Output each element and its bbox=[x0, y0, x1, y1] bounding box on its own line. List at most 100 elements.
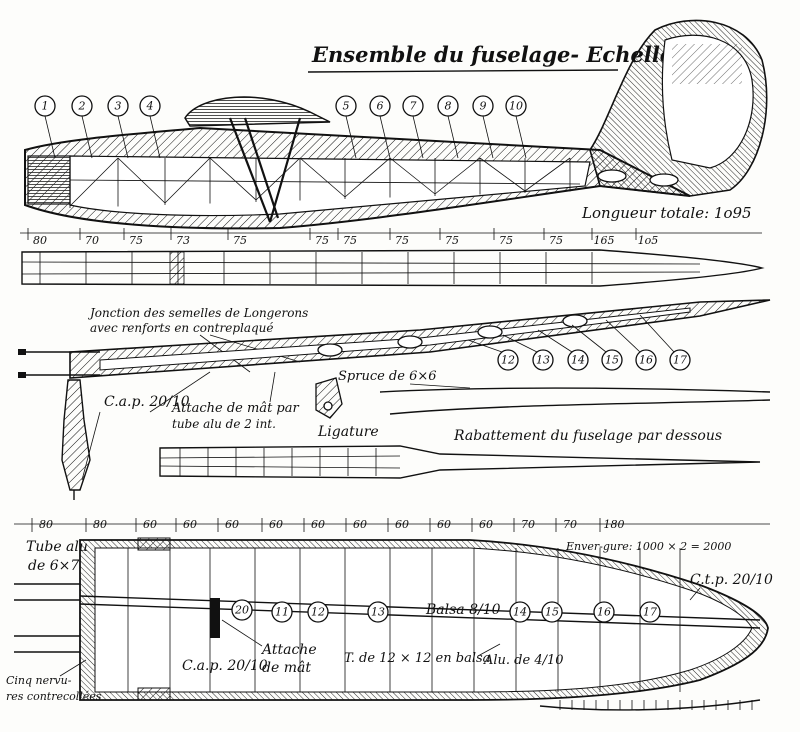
ligature-pin bbox=[323, 401, 333, 411]
bottom-dimension-value: 60 bbox=[183, 518, 197, 531]
alu-leader bbox=[477, 643, 501, 657]
cap-label-middle: C.a.p. 20/10 bbox=[104, 394, 190, 410]
spruce-leader bbox=[409, 383, 471, 389]
callout-leader bbox=[345, 115, 357, 159]
callout-leader bbox=[149, 115, 161, 159]
side-dimension-value: 1o5 bbox=[638, 234, 659, 247]
callout-leader bbox=[605, 319, 641, 353]
callout-number: 13 bbox=[536, 354, 550, 367]
bottom-dimension-value: 70 bbox=[563, 518, 577, 531]
tail-window-2 bbox=[649, 173, 679, 187]
bottom-dimension-value: 60 bbox=[479, 518, 493, 531]
spruce-bottom bbox=[389, 399, 771, 415]
lightening-hole bbox=[317, 343, 343, 357]
bottom-dimension-value: 80 bbox=[39, 518, 53, 531]
root-block-bottom bbox=[137, 687, 171, 701]
ctp-leader bbox=[689, 587, 701, 601]
callout-leader bbox=[515, 115, 527, 159]
mast-attach-bottom-1: Attache bbox=[260, 642, 317, 658]
callout-circle bbox=[497, 349, 519, 371]
callout-number: 10 bbox=[509, 100, 523, 113]
mid-rod-end-2 bbox=[18, 372, 26, 378]
callout-number: 15 bbox=[545, 606, 559, 619]
side-dimension-value: 75 bbox=[499, 234, 513, 247]
callout-number: 12 bbox=[501, 354, 515, 367]
callout-circle bbox=[231, 599, 253, 621]
bottom-dimension-value: 80 bbox=[93, 518, 107, 531]
callout-circle bbox=[437, 95, 459, 117]
callout-number: 6 bbox=[377, 100, 384, 113]
bottom-dimension-value: 60 bbox=[437, 518, 451, 531]
callout-circle bbox=[669, 349, 691, 371]
total-length-label: Longueur totale: 1o95 bbox=[581, 204, 752, 222]
fold-line-1 bbox=[159, 455, 401, 459]
fold-down-label: Rabattement du fuselage par dessous bbox=[453, 428, 722, 444]
callout-circle bbox=[639, 601, 661, 623]
callout-number: 1 bbox=[42, 100, 49, 113]
truss-longeron bbox=[69, 179, 581, 185]
callout-circle bbox=[367, 601, 389, 623]
bottom-dimension-value: 60 bbox=[143, 518, 157, 531]
callout-circle bbox=[139, 95, 161, 117]
callout-number: 14 bbox=[571, 354, 585, 367]
truss-diagonal bbox=[479, 157, 526, 192]
canopy bbox=[184, 96, 331, 127]
truss-diagonal bbox=[255, 157, 301, 201]
cap-label-bottom: C.a.p. 20/10 bbox=[182, 658, 268, 674]
bottom-dimension-value: 60 bbox=[353, 518, 367, 531]
callout-number: 9 bbox=[480, 100, 487, 113]
callout-number: 17 bbox=[673, 354, 687, 367]
cap-leader-2 bbox=[149, 371, 211, 413]
strut-front bbox=[228, 117, 272, 223]
callout-circle bbox=[71, 95, 93, 117]
callout-circle bbox=[509, 601, 531, 623]
ribs-note-1: Cinq nervu- bbox=[6, 674, 72, 687]
title-underline bbox=[307, 69, 619, 73]
truss-diagonal bbox=[524, 157, 571, 192]
side-dimension-value: 80 bbox=[33, 234, 47, 247]
callout-number: 8 bbox=[445, 100, 452, 113]
ctp-label: C.t.p. 20/10 bbox=[690, 572, 773, 588]
mast-leader bbox=[269, 371, 276, 403]
ribs-note-2: res contrecollées bbox=[6, 690, 102, 703]
side-dimension-value: 70 bbox=[85, 234, 99, 247]
junction-note-2: avec renforts en contreplaqué bbox=[90, 321, 274, 335]
callout-circle bbox=[541, 601, 563, 623]
trailing-ticks bbox=[559, 700, 753, 710]
spruce-label: Spruce de 6×6 bbox=[338, 369, 437, 384]
t-balsa-label: T. de 12 × 12 en balsa bbox=[344, 651, 490, 666]
side-dimension-value: 75 bbox=[343, 234, 357, 247]
middle-view: Jonction des semelles de Longerons avec … bbox=[18, 299, 771, 500]
nose-block bbox=[27, 155, 71, 205]
mast-attach-leader bbox=[221, 619, 263, 647]
callout-number: 16 bbox=[639, 354, 653, 367]
callout-circle bbox=[335, 95, 357, 117]
bottom-dimension-value: 60 bbox=[311, 518, 325, 531]
callout-leader bbox=[117, 115, 129, 159]
fold-line-2 bbox=[159, 465, 401, 469]
callout-number: 16 bbox=[597, 606, 611, 619]
callout-leader bbox=[44, 115, 56, 159]
tube-label-1: Tube alu bbox=[26, 539, 88, 555]
callout-leader bbox=[447, 115, 459, 159]
side-dimension-value: 75 bbox=[395, 234, 409, 247]
truss-diagonal bbox=[299, 157, 346, 198]
callout-number: 12 bbox=[311, 606, 325, 619]
callout-circle bbox=[505, 95, 527, 117]
wingspan-label: Enver-gure: 1000 × 2 = 2000 bbox=[565, 540, 731, 553]
plan-ribs bbox=[94, 548, 681, 692]
folded-fuselage bbox=[159, 445, 761, 479]
junction-note-1: Jonction des semelles de Longerons bbox=[87, 306, 308, 320]
callout-leader bbox=[571, 324, 607, 353]
bottom-dimension-value: 60 bbox=[395, 518, 409, 531]
side-plan-strip bbox=[21, 249, 765, 287]
side-dimension-value: 75 bbox=[233, 234, 247, 247]
bottom-dimension-value: 70 bbox=[521, 518, 535, 531]
callout-circle bbox=[369, 95, 391, 117]
bottom-dimension-value: 60 bbox=[269, 518, 283, 531]
callout-circle bbox=[567, 349, 589, 371]
rudder-hatch bbox=[672, 44, 742, 84]
